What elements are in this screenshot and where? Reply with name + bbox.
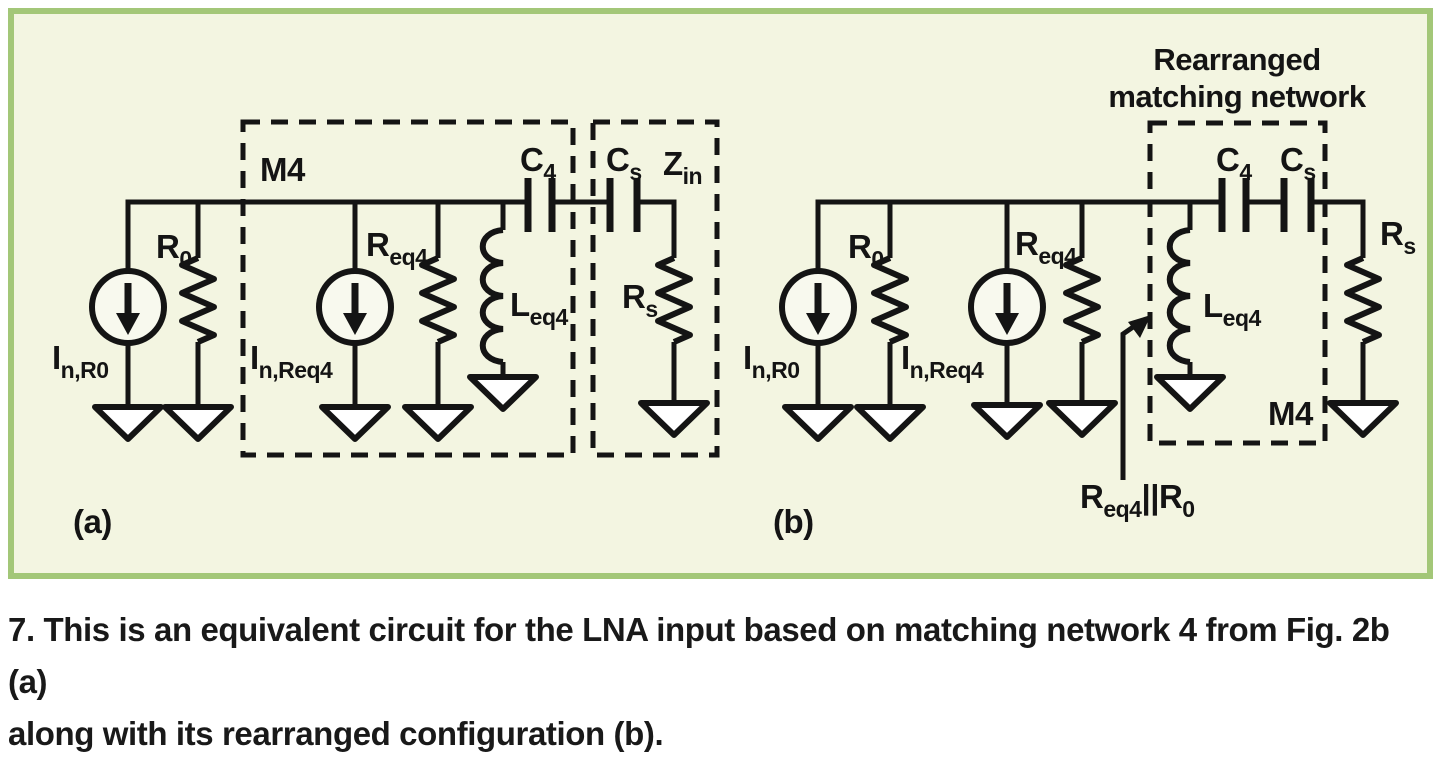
label-m4-b: M4 (1268, 395, 1314, 432)
label-inr0-b: In,R0 (743, 339, 800, 383)
zin-source-box-a (590, 119, 720, 458)
label-req4-b: Req4 (1015, 225, 1077, 269)
rearranged-network-title-line2: matching network (1108, 79, 1367, 114)
label-cs-a: Cs (606, 141, 642, 185)
rearranged-network-title-line1: Rearranged (1153, 42, 1320, 77)
caption-line-2: along with its rearranged configuration … (8, 715, 664, 752)
capacitor-cs-b (1280, 178, 1315, 232)
figure-panel (8, 8, 1433, 579)
m4-network-box-a (240, 119, 576, 458)
label-cs-b: Cs (1280, 141, 1316, 185)
circuit-diagram: M4 R0 Req4 In,R0 In,Req4 Leq4 C4 Cs Zin … (8, 8, 1433, 579)
label-c4-b: C4 (1216, 141, 1252, 185)
capacitor-cs-a (606, 178, 641, 232)
current-source-inr0-b (782, 271, 854, 343)
capacitor-c4-b (1218, 178, 1250, 232)
subfigure-tag-b: (b) (773, 503, 814, 540)
circuit-b: Rearranged matching network (743, 42, 1416, 540)
wires-a (125, 199, 677, 407)
label-m4-a: M4 (260, 151, 306, 188)
current-source-inreq4-a (319, 271, 391, 343)
req4-parallel-r0-arrow (1120, 315, 1151, 480)
label-leq4-b: Leq4 (1203, 287, 1262, 331)
circuit-a: M4 R0 Req4 In,R0 In,Req4 Leq4 C4 Cs Zin … (52, 119, 720, 540)
figure: M4 R0 Req4 In,R0 In,Req4 Leq4 C4 Cs Zin … (8, 8, 1433, 752)
capacitor-c4-a (524, 178, 556, 232)
m4-network-box-b (1147, 120, 1328, 446)
subfigure-tag-a: (a) (73, 503, 112, 540)
label-req4-parallel-r0: Req4||R0 (1080, 478, 1195, 522)
current-source-inr0-a (92, 271, 164, 343)
label-r0-a: R0 (156, 228, 192, 272)
label-rs-a: Rs (622, 278, 658, 322)
caption-line-1: 7. This is an equivalent circuit for the… (8, 611, 1390, 700)
current-source-inreq4-b (971, 271, 1043, 343)
label-rs-b: Rs (1380, 215, 1416, 259)
label-inreq4-b: In,Req4 (901, 339, 984, 383)
figure-caption: 7. This is an equivalent circuit for the… (0, 590, 1440, 760)
label-inr0-a: In,R0 (52, 339, 109, 383)
wires-b (815, 199, 1366, 407)
label-c4-a: C4 (520, 141, 556, 185)
label-zin-a: Zin (663, 145, 702, 189)
label-inreq4-a: In,Req4 (250, 339, 333, 383)
label-leq4-a: Leq4 (510, 286, 569, 330)
label-req4-a: Req4 (366, 226, 428, 270)
label-r0-b: R0 (848, 228, 884, 272)
